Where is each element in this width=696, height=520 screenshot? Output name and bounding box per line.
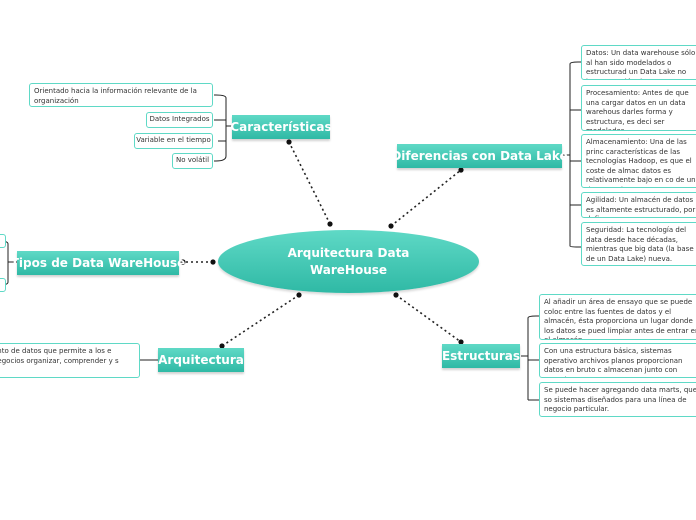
note-tipos-2[interactable] (0, 278, 6, 292)
topic-caracteristicas[interactable]: Características (230, 115, 332, 139)
central-topic-label: Arquitectura Data WareHouse (287, 245, 410, 277)
note-no-volatil[interactable]: No volátil (172, 153, 213, 169)
branch-arquitectura (221, 294, 300, 347)
branch-estructuras (395, 294, 462, 343)
topic-label: Arquitectura (158, 353, 244, 367)
topic-label: Características (230, 120, 332, 134)
note-area-ensayo[interactable]: Al añadir un área de ensayo que se puede… (539, 294, 696, 340)
topic-tipos-data-warehouse[interactable]: Tipos de Data WareHouse (11, 251, 185, 275)
topic-label: Tipos de Data WareHouse (10, 256, 186, 270)
note-estructura-basica[interactable]: Con una estructura básica, sistemas oper… (539, 343, 696, 378)
branch-diferencias (390, 169, 462, 227)
note-text: Almacenamiento: Una de las princ caracte… (586, 138, 696, 187)
note-arquitectura[interactable]: ento de datos que permite a los e negoci… (0, 343, 140, 378)
note-seguridad[interactable]: Seguridad: La tecnología del data desde … (581, 222, 696, 266)
note-text: Datos Integrados (149, 115, 210, 124)
note-text: Con una estructura básica, sistemas oper… (544, 347, 683, 377)
note-text: Variable en el tiempo (136, 136, 211, 145)
topic-label: Diferencias con Data Lake (391, 149, 568, 163)
note-datos[interactable]: Datos: Un data warehouse sólo al han sid… (581, 45, 696, 80)
note-text: Al añadir un área de ensayo que se puede… (544, 298, 696, 340)
topic-label: Estructuras (441, 349, 521, 363)
note-text: Datos: Un data warehouse sólo al han sid… (586, 49, 696, 79)
topic-arquitectura[interactable]: Arquitectura (158, 348, 244, 372)
note-tipos-1[interactable] (0, 234, 6, 248)
note-text: Procesamiento: Antes de que una cargar d… (586, 89, 689, 131)
note-procesamiento[interactable]: Procesamiento: Antes de que una cargar d… (581, 85, 696, 131)
topic-estructuras[interactable]: Estructuras (442, 344, 520, 368)
note-datos-integrados[interactable]: Datos Integrados (146, 112, 213, 128)
note-text: Seguridad: La tecnología del data desde … (586, 226, 694, 263)
note-text: ento de datos que permite a los e negoci… (0, 347, 119, 365)
note-orientado[interactable]: Orientado hacia la información relevante… (29, 83, 213, 107)
note-variable-tiempo[interactable]: Variable en el tiempo (134, 133, 213, 149)
note-agilidad[interactable]: Agilidad: Un almacén de datos es altamen… (581, 192, 696, 218)
branch-caracteristicas (288, 141, 331, 225)
note-text: Agilidad: Un almacén de datos es altamen… (586, 196, 696, 217)
note-text: Orientado hacia la información relevante… (34, 87, 197, 105)
central-topic[interactable]: Arquitectura Data WareHouse (218, 230, 479, 293)
note-text: No volátil (175, 156, 210, 165)
topic-diferencias-data-lake[interactable]: Diferencias con Data Lake (391, 144, 568, 168)
note-almacenamiento[interactable]: Almacenamiento: Una de las princ caracte… (581, 134, 696, 188)
note-text: Se puede hacer agregando data marts, que… (544, 386, 696, 413)
note-data-marts[interactable]: Se puede hacer agregando data marts, que… (539, 382, 696, 417)
